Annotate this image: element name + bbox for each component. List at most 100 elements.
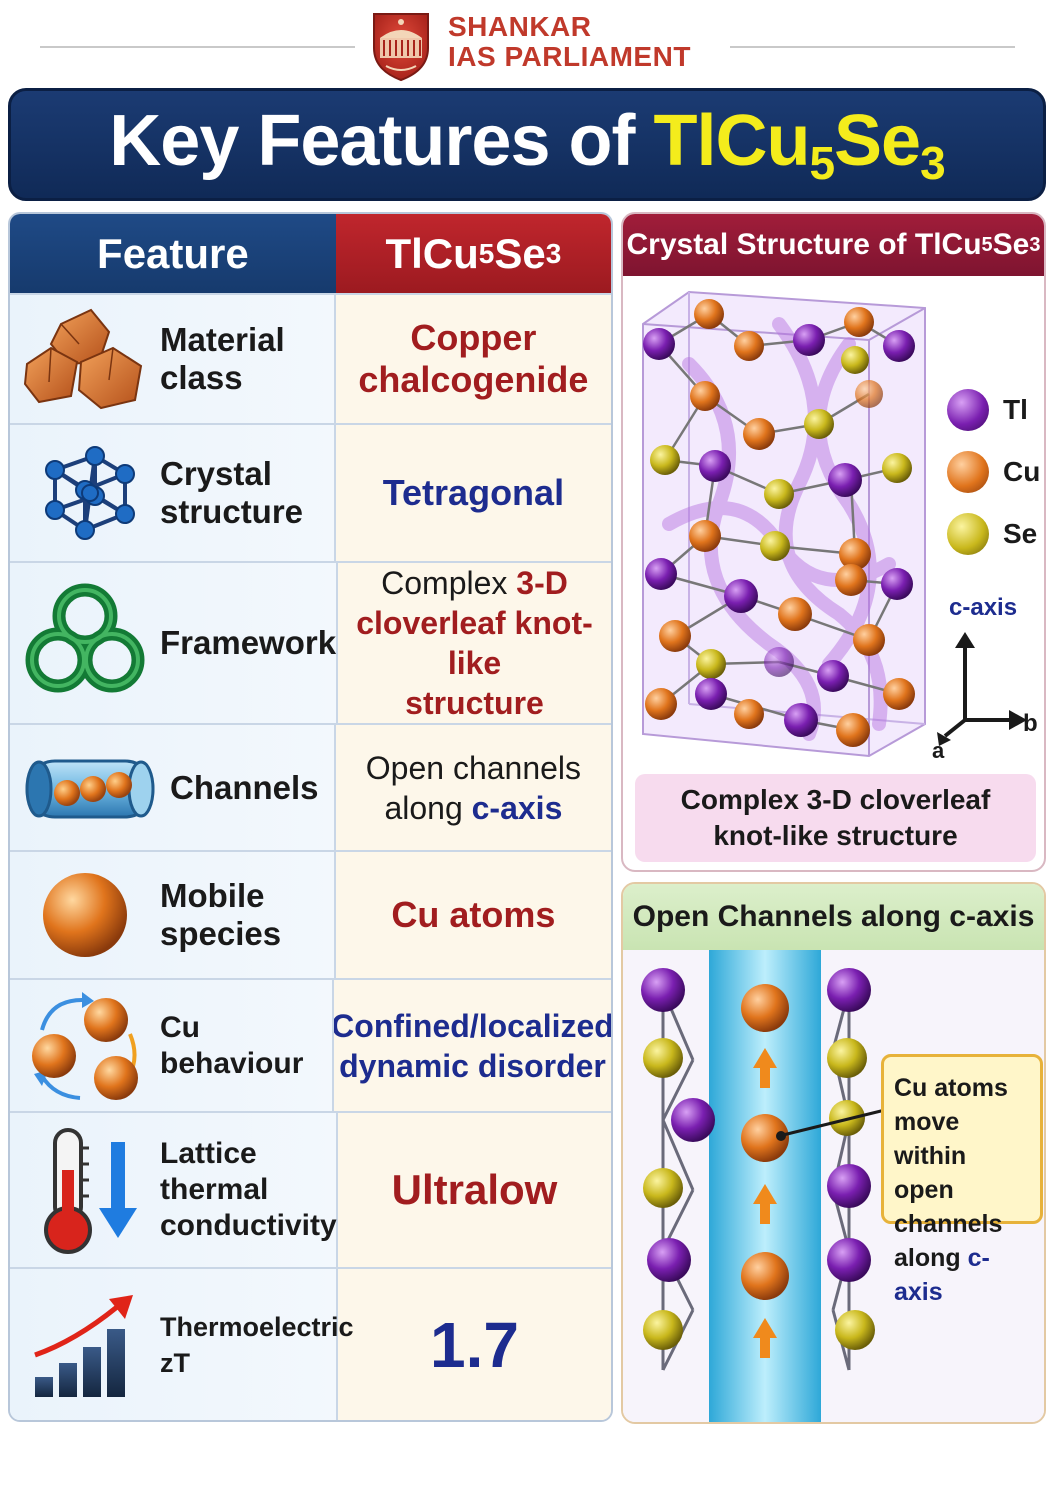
brand-header: SHANKAR IAS PARLIAMENT xyxy=(0,0,1055,86)
legend-label: Cu xyxy=(1003,456,1041,487)
cu-atom-icon xyxy=(947,451,989,493)
value-line: Copper xyxy=(410,317,537,358)
tl-atom-icon xyxy=(947,389,989,431)
value-line: Confined/localized xyxy=(331,1007,613,1044)
value-line: dynamic disorder xyxy=(339,1047,606,1084)
se-atom-icon xyxy=(947,513,989,555)
value-text: Tetragonal xyxy=(382,472,565,513)
label-line: Crystal xyxy=(160,455,272,492)
structure-caption: Complex 3-D cloverleaf knot-like structu… xyxy=(635,774,1036,862)
value-text: Open channels along c-axis xyxy=(366,748,581,828)
brand-divider-left xyxy=(40,46,355,48)
copper-crystals-icon xyxy=(10,295,160,423)
header-formula-subscript: 5 xyxy=(478,237,495,269)
axes-icon xyxy=(937,632,1027,746)
brand-name: SHANKAR IAS PARLIAMENT xyxy=(448,12,691,72)
value-part: along xyxy=(384,789,472,826)
header-formula-part: Se xyxy=(494,229,546,277)
title-banner: Key Features of TlCu5Se3 xyxy=(8,88,1046,201)
value-part: 3-D xyxy=(516,565,568,601)
channel-tube-icon xyxy=(10,725,170,850)
a-axis-label: a xyxy=(932,738,945,763)
table-row: Channels Open channels along c-axis xyxy=(10,723,611,850)
feature-label: Channels xyxy=(170,768,319,806)
legend-label: Se xyxy=(1003,518,1038,549)
callout-part: c-axis xyxy=(894,1244,990,1306)
value-line: Open channels xyxy=(365,749,582,786)
value-cell: Cu atoms xyxy=(335,852,611,978)
c-axis-label: c-axis xyxy=(949,594,1018,621)
value-line: Complex 3-D xyxy=(344,563,605,603)
open-channels-title: Open Channels along c-axis xyxy=(623,884,1044,950)
feature-cell: Cu behaviour xyxy=(10,980,334,1111)
caption-line: Complex 3-D cloverleaf xyxy=(680,784,991,815)
value-part: Complex xyxy=(381,565,517,601)
brand-line-1: SHANKAR xyxy=(448,11,592,42)
crystal-lattice-icon xyxy=(10,425,160,561)
value-text: 1.7 xyxy=(430,1309,519,1381)
formula-part: Se xyxy=(834,100,921,181)
rising-bars-icon xyxy=(10,1269,160,1420)
header-feature: Feature xyxy=(10,214,336,293)
callout-line: move within xyxy=(894,1108,967,1170)
label-line: structure xyxy=(160,493,304,530)
value-text: Ultralow xyxy=(391,1166,558,1213)
header-formula-subscript: 3 xyxy=(545,237,562,269)
label-line: species xyxy=(160,915,282,952)
callout-line: Cu atoms xyxy=(894,1074,1008,1102)
table-row: Framework Complex 3-D cloverleaf knot-li… xyxy=(10,561,611,723)
title-prefix: Key Features of xyxy=(109,100,654,181)
feature-label: Framework xyxy=(160,624,337,661)
title-subscript: 3 xyxy=(1029,233,1041,256)
label-line: Lattice xyxy=(160,1137,257,1170)
thermometer-down-icon xyxy=(10,1113,160,1267)
callout-line: open channels xyxy=(894,1176,1003,1238)
callout-line: along c-axis xyxy=(894,1241,1032,1309)
legend-item: Se xyxy=(947,503,1043,565)
value-part: c-axis xyxy=(471,789,563,826)
parliament-logo-icon xyxy=(373,13,429,82)
legend-item: Tl xyxy=(947,379,1043,441)
knot-icon xyxy=(10,563,160,723)
title-formula: TlCu5Se3 xyxy=(653,100,945,189)
header-formula-part: TlCu xyxy=(385,229,479,277)
value-cell: Ultralow xyxy=(338,1113,611,1267)
label-line: Material xyxy=(160,321,285,358)
feature-cell: Channels xyxy=(10,725,336,850)
formula-subscript: 5 xyxy=(809,136,835,189)
label-line: class xyxy=(160,359,243,396)
value-cell: Complex 3-D cloverleaf knot-like structu… xyxy=(338,563,611,723)
formula-subscript: 3 xyxy=(920,136,946,189)
value-text: Cu atoms xyxy=(391,894,556,935)
brand-line-2: IAS PARLIAMENT xyxy=(448,41,691,72)
label-line: Mobile xyxy=(160,877,265,914)
label-line: conductivity xyxy=(160,1209,337,1242)
title-part: Se xyxy=(992,228,1030,261)
legend-item: Cu xyxy=(947,441,1043,503)
rotating-atoms-icon xyxy=(10,980,160,1111)
b-axis-label: b xyxy=(1023,710,1038,737)
label-line: Thermoelectric xyxy=(160,1312,354,1342)
cu-movement-callout: Cu atoms move within open channels along… xyxy=(881,1054,1043,1306)
value-cell: 1.7 xyxy=(338,1269,611,1420)
